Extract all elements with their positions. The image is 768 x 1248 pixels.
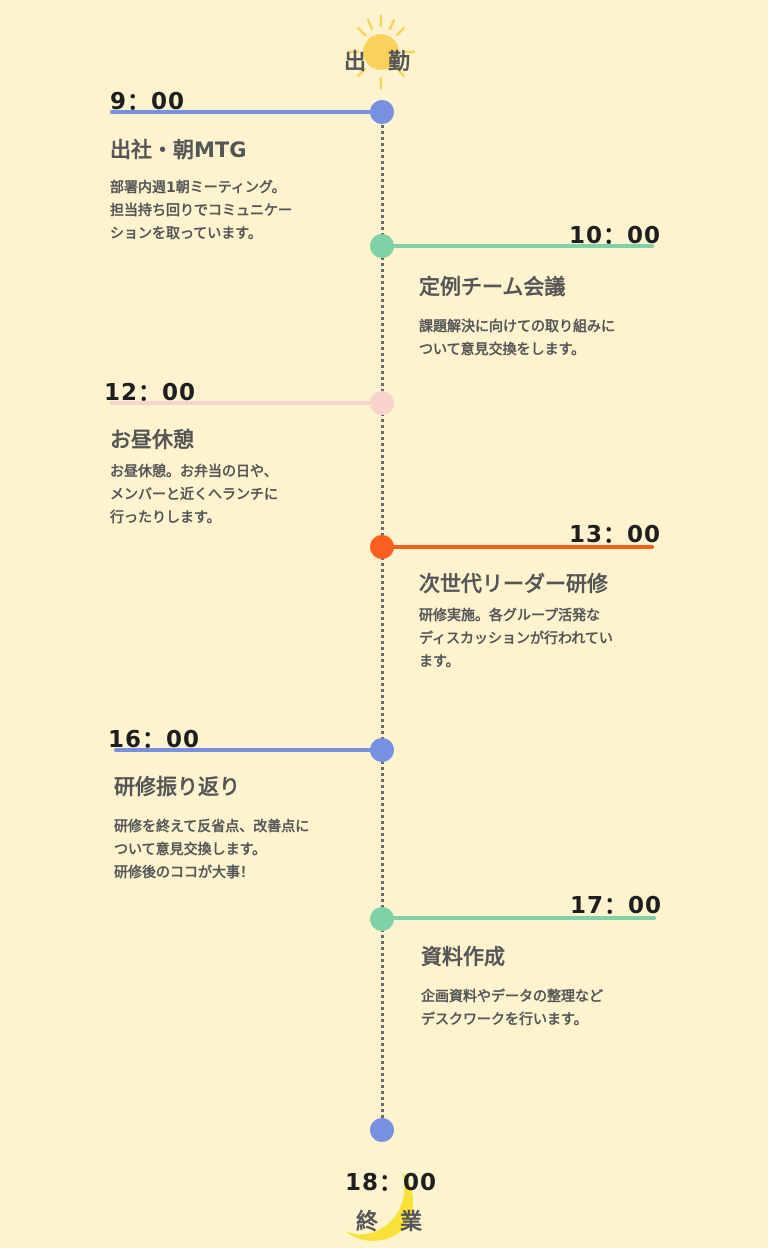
entry-description: 課題解決に向けての取り組みに ついて意見交換をします。 bbox=[419, 316, 669, 362]
start-label: 出 勤 bbox=[344, 50, 411, 75]
entry-title: 定例チーム会議 bbox=[419, 275, 566, 299]
description-line: メンバーと近くへランチに bbox=[110, 487, 278, 503]
timeline-dot bbox=[370, 907, 394, 931]
description-line: 研修実施。各グループ活発な bbox=[419, 608, 601, 624]
description-line: ついて意見交換します。 bbox=[114, 842, 267, 858]
description-line: ついて意見交換をします。 bbox=[419, 342, 586, 358]
entry-title: 出社・朝MTG bbox=[110, 138, 247, 162]
description-line: 研修後のココが大事！ bbox=[114, 865, 254, 881]
entry-description: お昼休憩。お弁当の日や、 メンバーと近くへランチに 行ったりします。 bbox=[110, 461, 360, 530]
time-line bbox=[110, 110, 382, 114]
time-line bbox=[382, 244, 654, 248]
time-line bbox=[382, 545, 654, 549]
description-line: ションを取っています。 bbox=[110, 226, 262, 242]
timeline-end-dot bbox=[370, 1118, 394, 1142]
entry-description: 部署内週1朝ミーティング。 担当持ち回りでコミュニケー ションを取っています。 bbox=[110, 177, 360, 246]
description-line: デスクワークを行います。 bbox=[421, 1012, 588, 1028]
entry-description: 研修を終えて反省点、改善点に ついて意見交換します。 研修後のココが大事！ bbox=[114, 816, 364, 885]
entry-title: 研修振り返り bbox=[114, 775, 240, 799]
entry-title: お昼休憩 bbox=[110, 428, 194, 452]
description-line: 担当持ち回りでコミュニケー bbox=[110, 203, 292, 219]
time-label: 9：00 bbox=[110, 89, 186, 115]
description-line: 部署内週1朝ミーティング。 bbox=[110, 180, 286, 196]
description-line: 研修を終えて反省点、改善点に bbox=[114, 819, 310, 835]
entry-description: 企画資料やデータの整理など デスクワークを行います。 bbox=[421, 986, 671, 1032]
timeline-dot bbox=[370, 234, 394, 258]
time-label: 12：00 bbox=[104, 380, 197, 406]
description-line: 行ったりします。 bbox=[110, 510, 221, 526]
timeline-dot bbox=[370, 100, 394, 124]
sun-icon bbox=[346, 14, 416, 90]
timeline-dot bbox=[370, 391, 394, 415]
time-line bbox=[114, 748, 382, 752]
end-time-label: 18：00 bbox=[345, 1170, 438, 1196]
time-line bbox=[382, 916, 656, 920]
timeline-dot bbox=[370, 535, 394, 559]
entry-description: 研修実施。各グループ活発な ディスカッションが行われてい ます。 bbox=[419, 605, 669, 674]
description-line: ます。 bbox=[419, 654, 460, 670]
time-label: 13：00 bbox=[569, 522, 662, 548]
end-label: 終 業 bbox=[356, 1210, 423, 1235]
entry-title: 次世代リーダー研修 bbox=[419, 572, 608, 596]
entry-title: 資料作成 bbox=[421, 945, 505, 969]
time-label: 10：00 bbox=[569, 223, 662, 249]
description-line: 課題解決に向けての取り組みに bbox=[419, 319, 615, 335]
time-label: 17：00 bbox=[570, 893, 663, 919]
timeline-dot bbox=[370, 738, 394, 762]
time-line bbox=[110, 401, 382, 405]
description-line: ディスカッションが行われてい bbox=[419, 631, 613, 647]
description-line: お昼休憩。お弁当の日や、 bbox=[110, 464, 278, 480]
moon-icon bbox=[344, 1172, 414, 1241]
timeline-line bbox=[381, 112, 384, 1130]
description-line: 企画資料やデータの整理など bbox=[421, 989, 603, 1005]
time-label: 16：00 bbox=[108, 727, 201, 753]
